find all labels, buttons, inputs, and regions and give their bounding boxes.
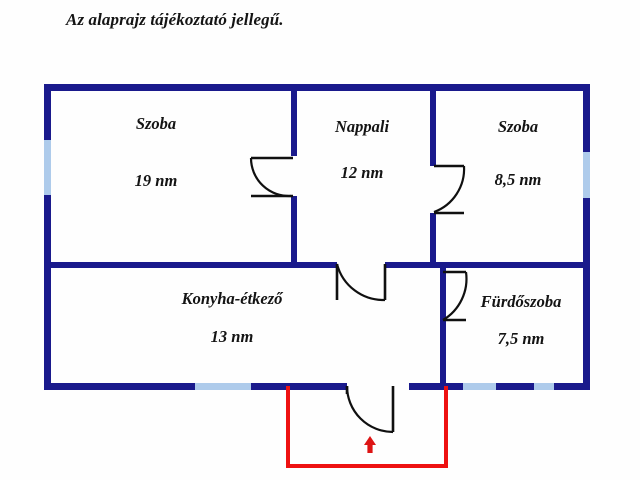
room-label-nappali-name: Nappali [334, 117, 390, 136]
room-label-konyha-etkezo-name: Konyha-étkező [181, 289, 283, 308]
wall-interior-vertical-1-upper [291, 84, 297, 156]
room-label-furdoszoba-area: 7,5 nm [497, 329, 545, 348]
wall-interior-vertical-3 [440, 268, 446, 387]
wall-exterior-bottom-segment-3 [409, 383, 463, 390]
room-label-konyha-etkezo-area: 13 nm [210, 327, 254, 346]
window-furdoszoba-bottom-1 [463, 383, 496, 390]
wall-exterior-left-lower [44, 195, 51, 390]
wall-exterior-bottom-segment-1 [44, 383, 195, 390]
room-label-szoba-right-name: Szoba [497, 117, 539, 136]
wall-exterior-bottom-segment-4 [496, 383, 534, 390]
entrance-porch-outline [286, 386, 448, 468]
door-swing-szoba-left-nappali [249, 157, 292, 198]
wall-exterior-top [44, 84, 590, 91]
room-label-szoba-left-name: Szoba [135, 114, 177, 133]
window-szoba-right [583, 152, 590, 198]
window-furdoszoba-bottom-2 [534, 383, 554, 390]
door-jamb-nappali-konyha [335, 264, 387, 300]
wall-interior-vertical-2-upper [430, 84, 436, 166]
door-swing-entrance [345, 385, 394, 434]
wall-interior-horizontal-right [385, 262, 590, 268]
door-swing-furdoszoba [442, 271, 468, 321]
door-swing-nappali-konyha [335, 263, 386, 302]
door-jamb-nappali-szoba-right [434, 164, 464, 215]
room-label-furdoszoba-name: Fürdőszoba [480, 292, 562, 311]
window-konyha-bottom [195, 383, 251, 390]
wall-exterior-right-upper [583, 84, 590, 152]
page-title: Az alaprajz tájékoztató jellegű. [66, 10, 284, 29]
wall-interior-vertical-1-lower [291, 196, 297, 264]
room-label-szoba-left-area: 19 nm [134, 171, 178, 190]
wall-exterior-right-lower [583, 198, 590, 390]
room-label-nappali-area: 12 nm [340, 163, 384, 182]
wall-exterior-bottom-segment-2 [251, 383, 347, 390]
door-jamb-szoba-left-nappali [251, 156, 293, 198]
wall-exterior-left-upper [44, 84, 51, 140]
room-label-szoba-right-area: 8,5 nm [494, 170, 542, 189]
door-swing-nappali-szoba-right [433, 165, 466, 214]
wall-interior-vertical-2-lower [430, 213, 436, 264]
entrance-direction-arrow-icon [364, 436, 376, 453]
window-szoba-left [44, 140, 51, 195]
door-jamb-furdoszoba [443, 270, 466, 322]
wall-interior-horizontal-left [44, 262, 337, 268]
wall-exterior-bottom-segment-5 [554, 383, 590, 390]
